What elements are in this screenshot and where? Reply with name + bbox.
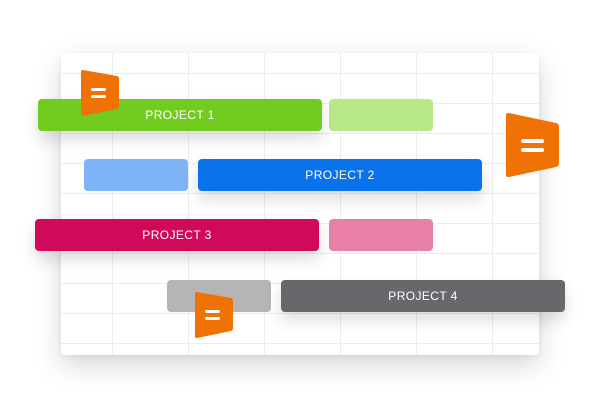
equals-icon[interactable] — [80, 70, 120, 118]
project-4-bar[interactable]: PROJECT 4 — [281, 280, 565, 312]
project-3-bar[interactable]: PROJECT 3 — [35, 219, 319, 251]
project-2-label: PROJECT 2 — [305, 168, 375, 182]
project-2-ghost-bar — [84, 159, 188, 191]
equals-icon[interactable] — [505, 113, 561, 179]
equals-icon[interactable] — [194, 292, 234, 340]
project-3-label: PROJECT 3 — [142, 228, 212, 242]
project-2-bar[interactable]: PROJECT 2 — [198, 159, 482, 191]
project-1-label: PROJECT 1 — [145, 108, 215, 122]
project-4-label: PROJECT 4 — [388, 289, 458, 303]
project-3-ghost-bar — [329, 219, 433, 251]
project-1-ghost-bar — [329, 99, 433, 131]
